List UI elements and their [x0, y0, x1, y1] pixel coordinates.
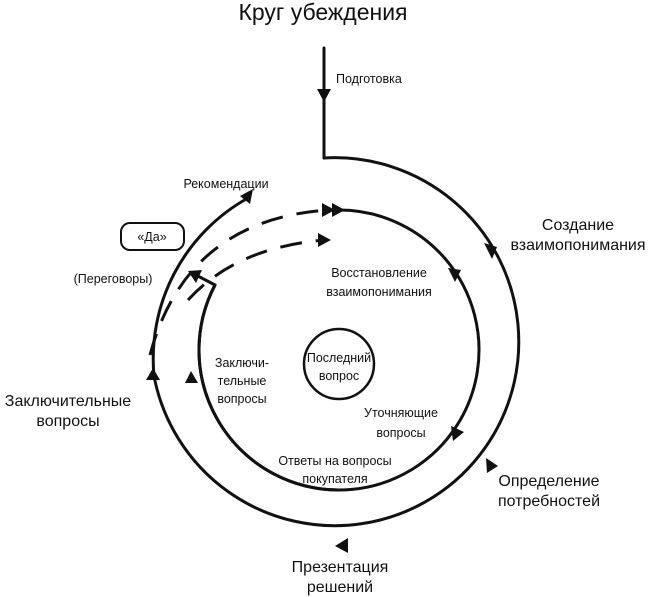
- label-clarifying-2: вопросы: [376, 426, 425, 440]
- label-closing-questions-1: Заключительные: [5, 393, 132, 410]
- diagram-title: Круг убеждения: [238, 0, 407, 25]
- outer-arrow-needs: [486, 458, 498, 473]
- label-inner-closing-3: вопросы: [217, 392, 266, 406]
- label-answers-1: Ответы на вопросы: [278, 454, 391, 468]
- label-needs-2: потребностей: [498, 493, 600, 510]
- label-preparation: Подготовка: [336, 72, 402, 86]
- inner-lower-left-arc: [197, 283, 340, 492]
- label-yes: «Да»: [137, 230, 166, 244]
- inner-arrow-clarifying: [451, 426, 464, 441]
- inner-arrow-top: [332, 203, 345, 217]
- label-building-rapport-2: взаимопонимания: [510, 237, 645, 254]
- outer-arrow-building: [484, 243, 497, 259]
- label-answers-2: покупателя: [302, 472, 367, 486]
- label-recommendations: Рекомендации: [183, 177, 268, 191]
- label-needs-1: Определение: [498, 473, 599, 490]
- preparation-arrowhead: [317, 89, 331, 102]
- dashed-arrow-outer: [322, 203, 335, 217]
- outer-arrow-top: [240, 189, 253, 204]
- dashed-path-inner: [186, 238, 326, 302]
- inner-arrow-closing: [185, 371, 198, 383]
- inner-arrow-restoring: [448, 268, 461, 282]
- label-inner-closing-1: Заключи-: [215, 356, 269, 370]
- dashed-path-outer: [148, 208, 331, 356]
- outer-arrow-presentation: [335, 538, 348, 553]
- outer-arrow-closing: [146, 368, 160, 380]
- label-inner-closing-2: тельные: [218, 374, 267, 388]
- label-restoring-rapport-1: Восстановление: [331, 266, 427, 280]
- label-presentation-1: Презентация: [292, 559, 389, 576]
- last-question-circle: [302, 327, 376, 401]
- label-building-rapport-1: Создание: [542, 217, 614, 234]
- label-restoring-rapport-2: взаимопонимания: [326, 285, 432, 299]
- label-closing-questions-2: вопросы: [36, 413, 99, 430]
- label-last-question-2: вопрос: [319, 369, 359, 383]
- label-last-question-1: Последний: [307, 351, 371, 365]
- label-presentation-2: решений: [307, 579, 373, 596]
- yes-box: [120, 222, 185, 251]
- label-negotiations: (Переговоры): [74, 272, 153, 286]
- dashed-arrow-inner: [318, 233, 331, 247]
- label-clarifying-1: Уточняющие: [364, 406, 438, 420]
